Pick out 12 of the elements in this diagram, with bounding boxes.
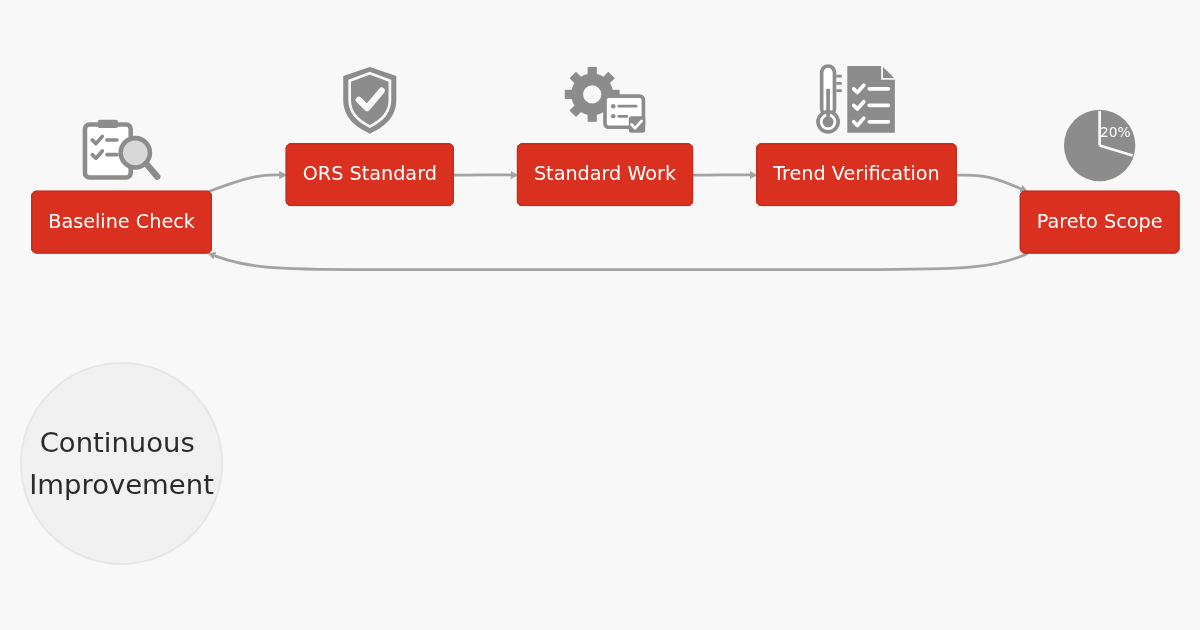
arrow (207, 252, 1029, 271)
center-circle: Continuous Improvement (20, 361, 224, 565)
process-box: Baseline Check (31, 190, 212, 254)
process-box: Trend Verification (756, 143, 957, 206)
arrow (956, 173, 1028, 193)
process-box: Pareto Scope (1019, 190, 1180, 254)
arrow (453, 171, 519, 180)
process-box: ORS Standard (285, 143, 454, 206)
arrow (207, 171, 288, 194)
process-box: Standard Work (516, 143, 694, 206)
arrow (693, 171, 758, 180)
percent-label: 20% (1099, 124, 1131, 141)
